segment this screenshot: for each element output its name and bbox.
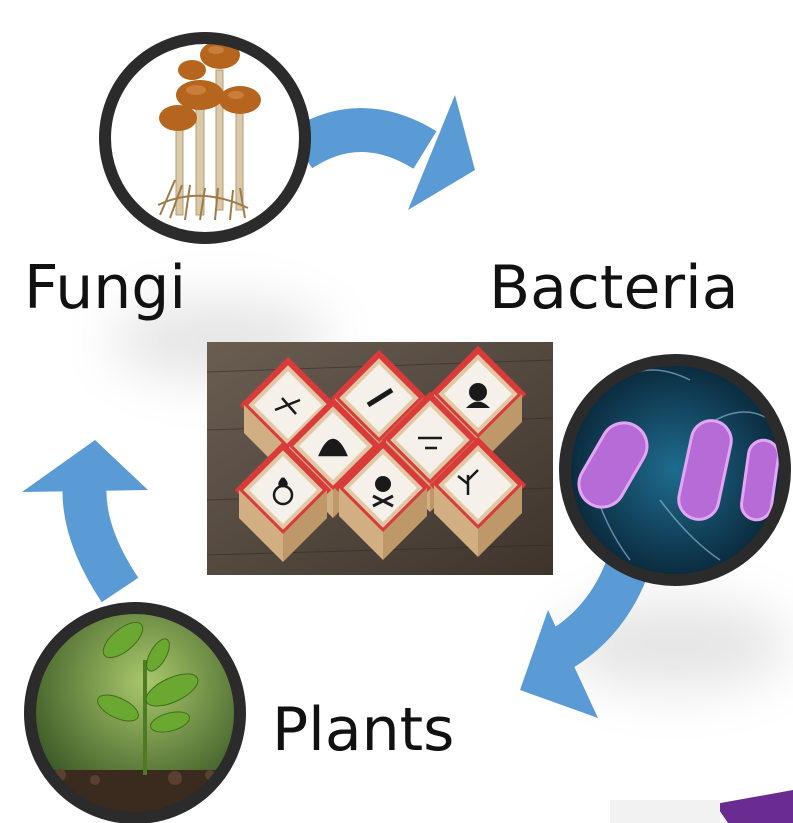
fungi-image <box>105 38 305 238</box>
corner-bar <box>610 800 720 823</box>
bacteria-image <box>565 360 785 580</box>
curved-arrow-icon <box>22 440 148 492</box>
arrow-fungi-to-bacteria <box>300 95 475 210</box>
plants-image <box>30 608 250 823</box>
label-bacteria: Bacteria <box>489 258 738 318</box>
label-fungi: Fungi <box>24 258 186 318</box>
arrow-bacteria-to-plants <box>520 560 630 718</box>
arrow-plants-to-fungi <box>22 440 148 590</box>
label-plants: Plants <box>272 700 454 760</box>
hazard-blocks-image <box>207 342 553 575</box>
corner-accent <box>715 790 793 823</box>
